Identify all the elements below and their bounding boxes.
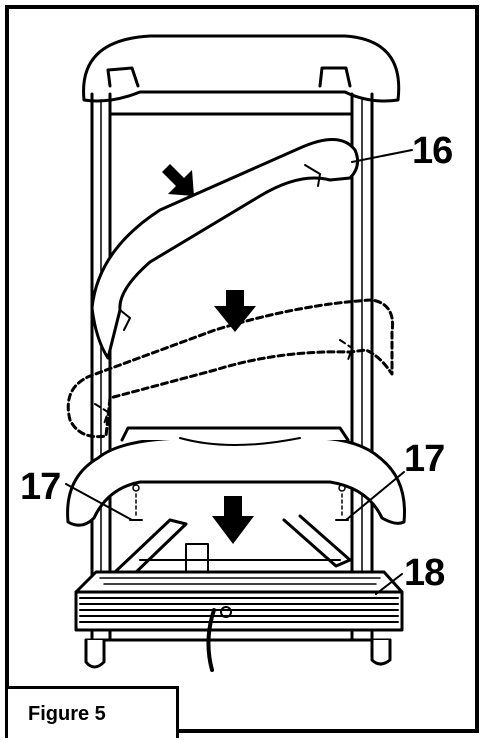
caption-box: Figure 5	[5, 686, 179, 738]
leader-17-left	[65, 483, 133, 521]
callout-17-left: 17	[20, 466, 61, 508]
left-upright	[90, 92, 112, 642]
callout-18: 18	[404, 552, 445, 594]
arrow-down-lower	[212, 496, 254, 544]
base-rollers	[84, 638, 392, 669]
figure-caption: Figure 5	[28, 703, 106, 725]
handlebar-dashed	[66, 298, 395, 439]
screw-left	[129, 484, 143, 521]
right-upright	[350, 92, 374, 642]
motor-hood	[66, 426, 406, 527]
leader-18	[375, 573, 403, 595]
frame-rails	[113, 514, 352, 578]
screw-right	[335, 484, 349, 521]
leader-17-right	[345, 471, 405, 521]
arrow-down-diagonal	[162, 164, 194, 196]
callout-17-right: 17	[404, 438, 445, 480]
top-console	[82, 34, 401, 103]
handlebar-solid	[90, 138, 360, 360]
callout-16: 16	[412, 130, 453, 172]
arrow-down-middle	[214, 290, 256, 332]
power-cord	[206, 606, 232, 672]
motor-cover	[74, 570, 404, 632]
leader-16	[351, 149, 413, 163]
